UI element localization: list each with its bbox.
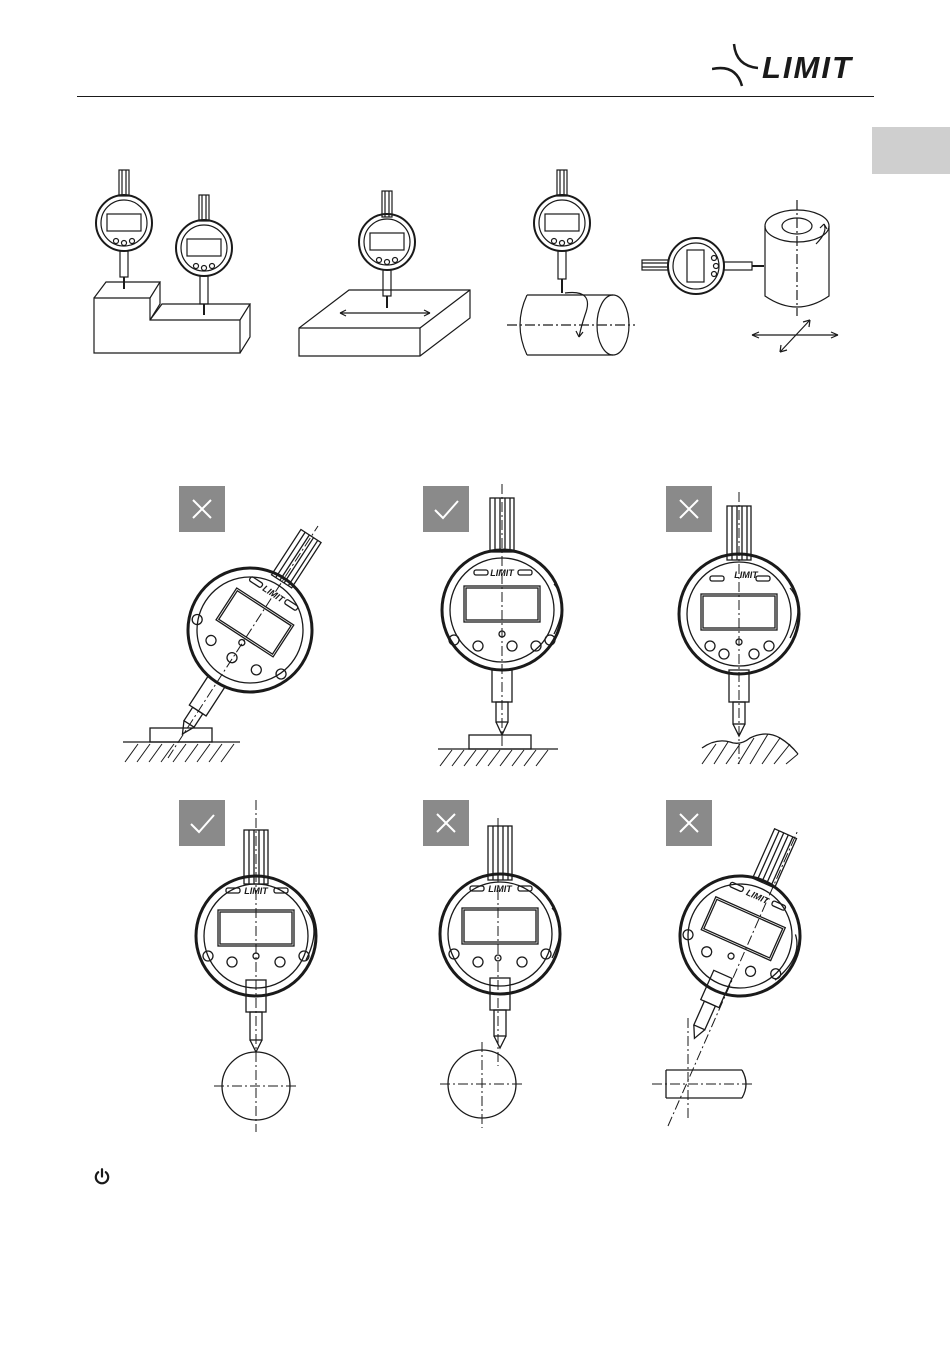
brand-name: LIMIT [762,52,853,83]
dial-brand-label: LIMIT [490,568,515,578]
figure-flat-plate [296,188,474,360]
figure-tilted-on-flat: LIMIT [120,520,345,770]
header-divider [77,96,874,97]
dial-brand-label: LIMIT [261,583,287,605]
figure-vertical-cylinder [640,200,845,360]
figure-on-rough-surface: LIMIT [676,492,816,772]
dial-brand-label: LIMIT [488,884,513,894]
language-tab [872,127,950,174]
power-icon [92,1167,112,1187]
figure-step-block [88,165,253,357]
figure-tilted-on-cylinder: LIMIT [650,828,815,1130]
dial-brand-label: LIMIT [244,886,269,896]
dial-brand-label: LIMIT [734,570,759,580]
figure-centered-on-cylinder: LIMIT [194,800,334,1135]
figure-horizontal-cylinder [505,165,640,357]
figure-offset-on-cylinder: LIMIT [438,818,578,1130]
dial-brand-label: LIMIT [745,887,772,906]
figure-straight-on-flat: LIMIT [430,484,570,769]
